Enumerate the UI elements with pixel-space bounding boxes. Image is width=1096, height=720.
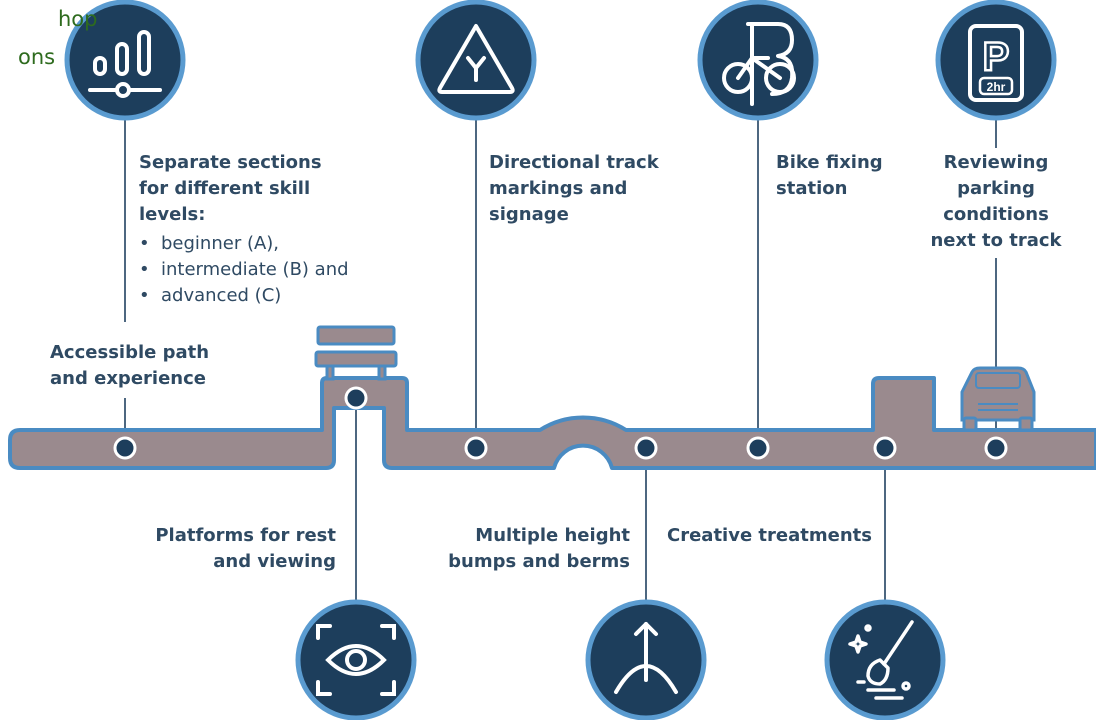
marker-accessible [113,436,137,460]
label-line: Separate sections [139,152,322,173]
label-line: Creative treatments [667,525,872,546]
label-line: Directional track [489,152,659,173]
label-line: and viewing [213,551,336,572]
creative-label: Creative treatments [667,523,907,549]
y-junction-sign-icon [415,0,537,121]
label-line: station [776,178,848,199]
marker-platform [344,386,368,410]
header-line-2: ons [18,45,56,69]
label-line: Bike fixing [776,152,883,173]
marker-creative [873,436,897,460]
parking-2hr-sign-icon: P 2hr [935,0,1057,121]
label-line: levels: [139,204,206,225]
arrow-over-bump-icon [585,599,707,720]
accessible-path-label: Accessible path and experience [50,340,250,392]
bike-track [8,376,1096,470]
car-icon [960,366,1036,432]
label-line: Multiple height [475,525,630,546]
marker-parking [984,436,1008,460]
header-fragment-2: ons [18,44,78,71]
header-line-1: hop [58,7,98,31]
label-line: parking [957,178,1035,199]
eye-viewfinder-icon [295,599,417,720]
parking-label: Reviewing parking conditions next to tra… [926,150,1066,254]
label-line: markings and [489,178,628,199]
list-item-text: beginner (A), [161,233,280,254]
platforms-label: Platforms for rest and viewing [130,523,336,575]
label-line: Platforms for rest [155,525,336,546]
parking-sign-time: 2hr [987,80,1006,94]
marker-bumps [634,436,658,460]
bumps-label: Multiple height bumps and berms [420,523,630,575]
skill-sections-title: Separate sections for different skill le… [139,150,379,228]
track-markers [113,386,1008,460]
label-line: for different skill [139,178,311,199]
directional-label: Directional track markings and signage [489,150,689,228]
connector-lines [124,95,997,625]
label-line: Reviewing [943,152,1049,173]
label-line: Accessible path [50,342,210,363]
label-line: bumps and berms [448,551,630,572]
label-line: conditions [943,204,1049,225]
bike-fixing-label: Bike fixing station [776,150,916,202]
list-item: •intermediate (B) and [139,259,349,280]
list-item: •beginner (A), [139,233,280,254]
header-fragment: hop [58,6,118,33]
label-line: next to track [930,230,1062,251]
list-item-text: advanced (C) [161,285,282,306]
bench-icon [314,325,398,381]
skill-level-list: •beginner (A), •intermediate (B) and •ad… [139,231,399,309]
parking-sign-letter: P [983,35,1010,79]
list-item-text: intermediate (B) and [161,259,349,280]
marker-bike-fixing [746,436,770,460]
bicycle-repair-icon [697,0,819,121]
label-line: and experience [50,368,206,389]
bar-chart-slider-icon [64,0,186,121]
label-line: signage [489,204,569,225]
marker-directional [464,436,488,460]
paint-brush-icon [824,599,946,720]
list-item: •advanced (C) [139,285,282,306]
